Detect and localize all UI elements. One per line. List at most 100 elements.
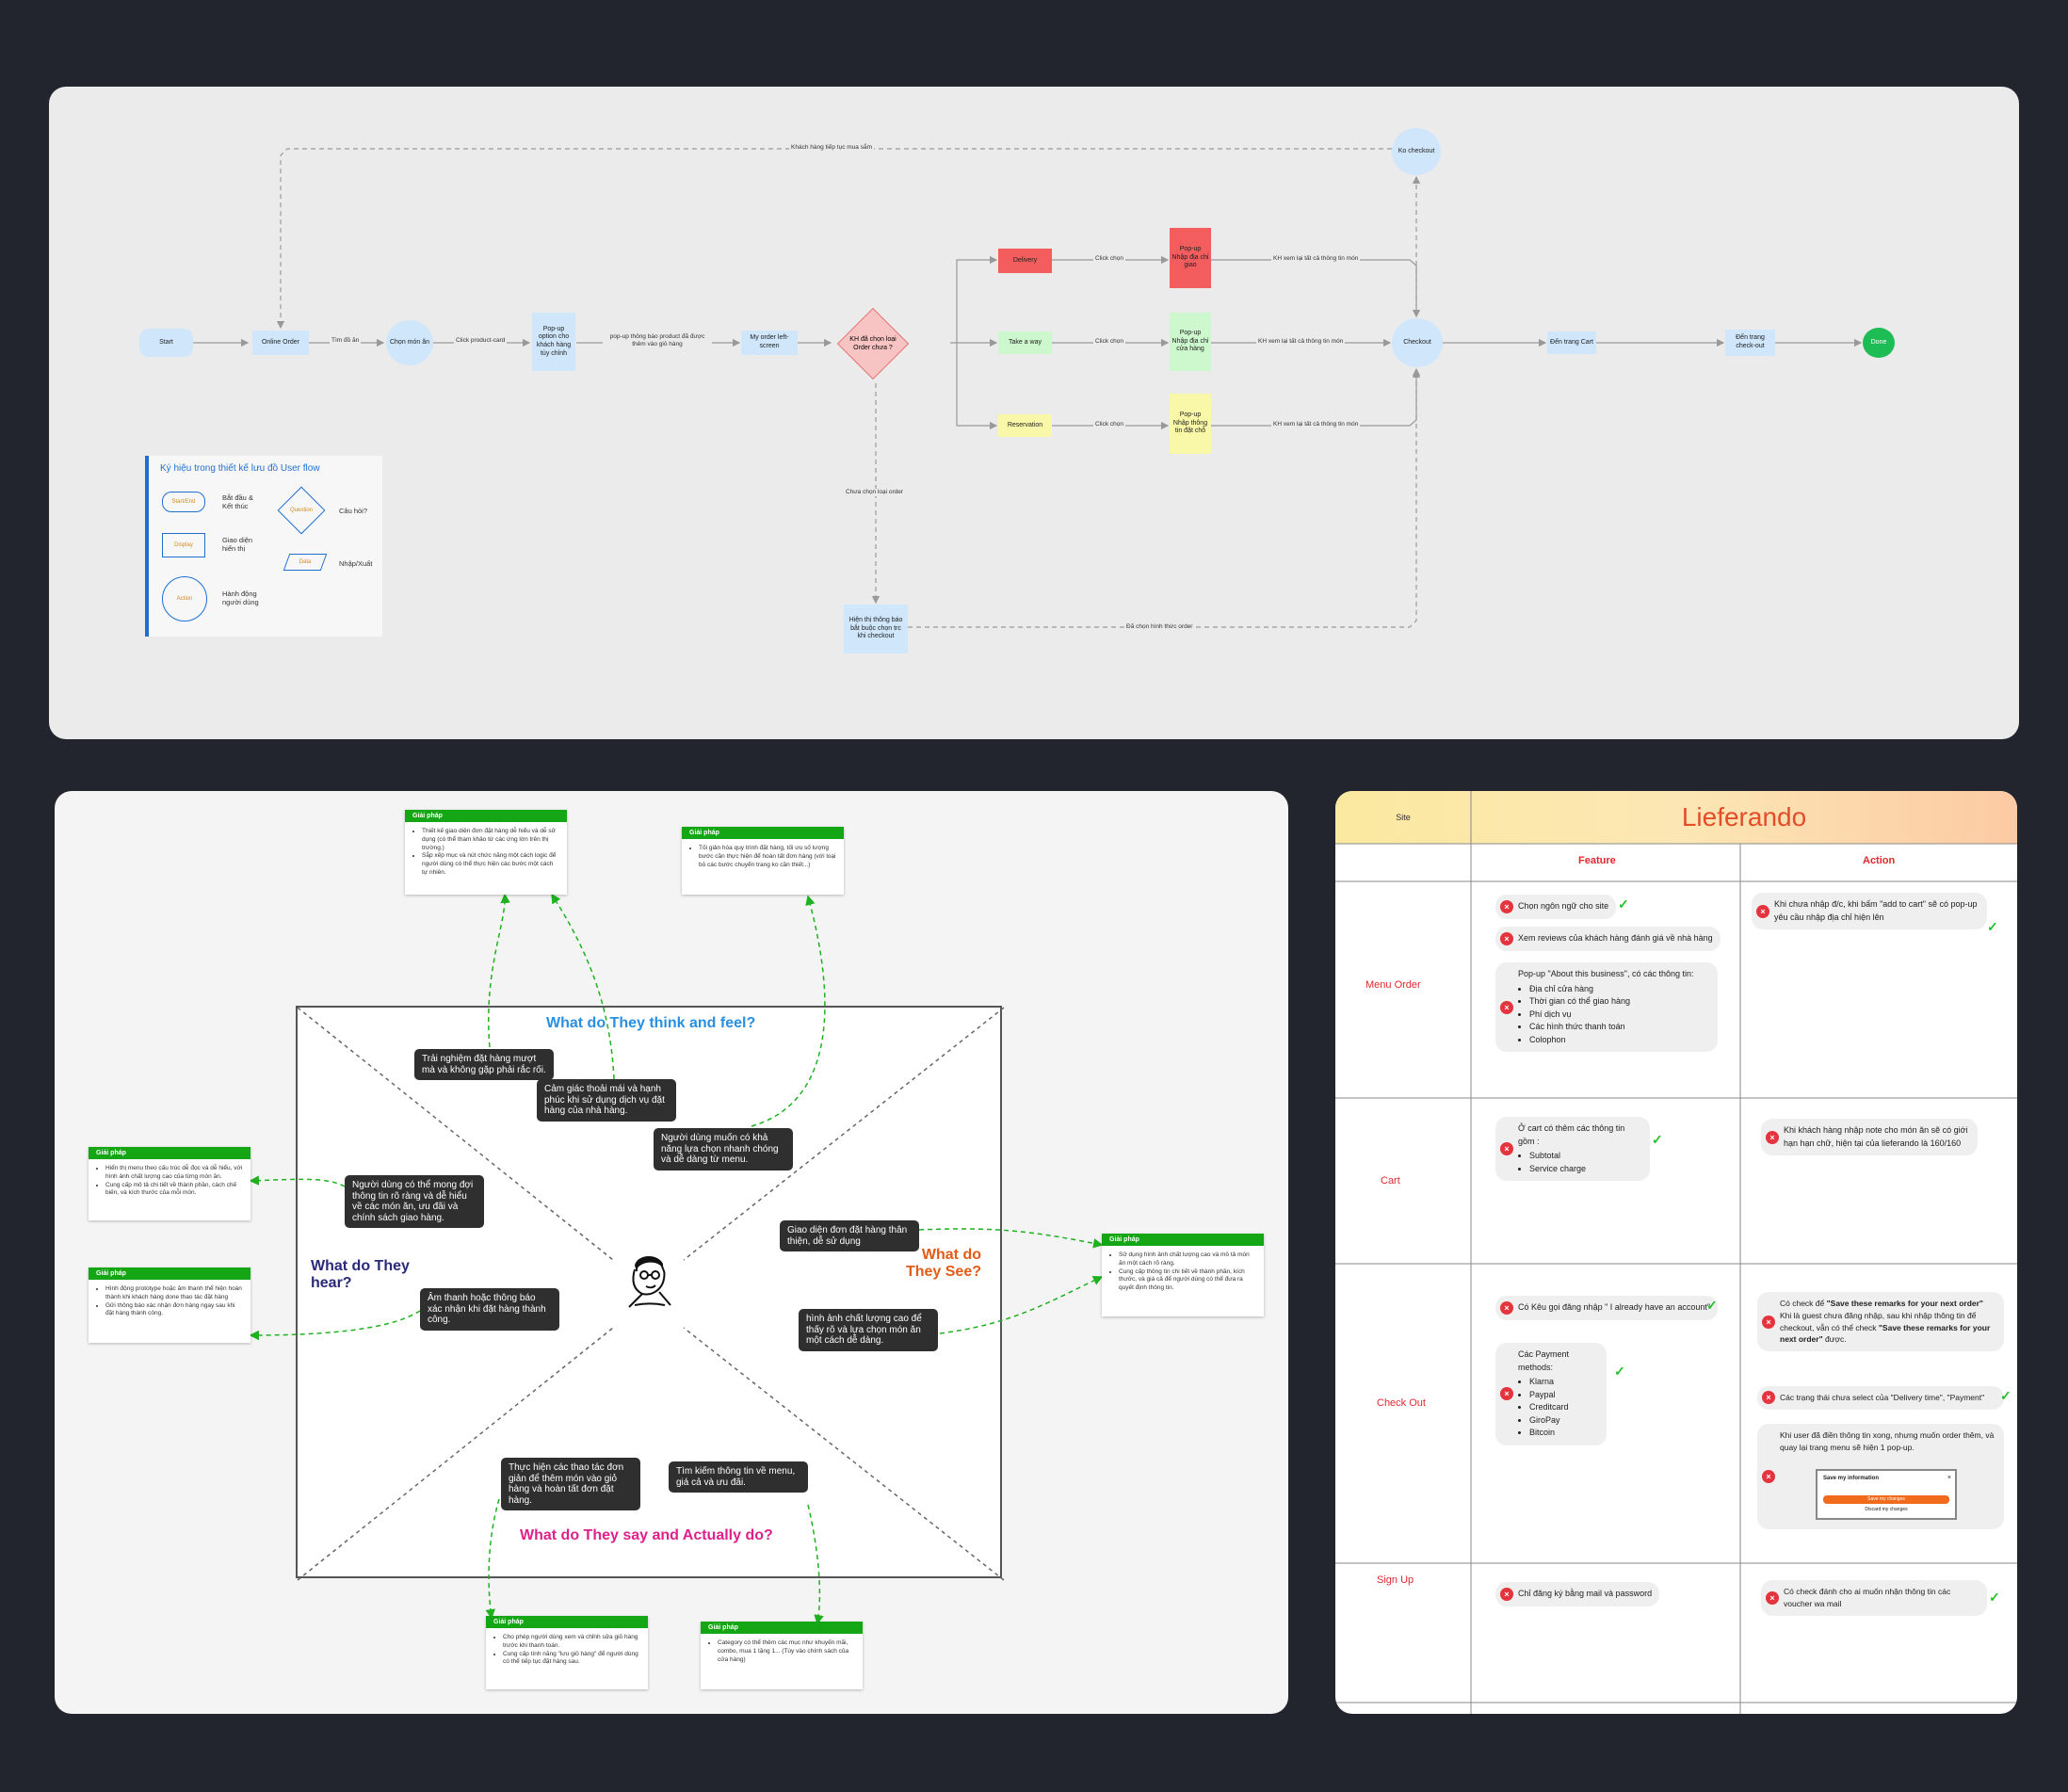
save-info-popup-preview: Save my information × Save my changes Di…: [1816, 1469, 1957, 1520]
list-item: Bitcoin: [1529, 1427, 1599, 1440]
flow-done-node: Done: [1863, 328, 1895, 358]
flow-decision-node: KH đã chọn loại Order chưa ?: [836, 307, 910, 380]
thought-bubble-2: Cảm giác thoải mái và hạnh phúc khi sử d…: [537, 1079, 676, 1122]
thought-bubble-3: Người dùng muốn có khả năng lựa chọn nha…: [654, 1128, 793, 1170]
check-icon: ✓: [1706, 1298, 1718, 1313]
flow-popup-takeaway-node: Pop-up Nhập địa chỉ cửa hàng: [1170, 313, 1211, 371]
edge-label-kh-xem-2: KH xem lại tất cả thông tin món: [1256, 338, 1346, 347]
list-item: Subtotal: [1529, 1150, 1642, 1163]
check-icon: ✓: [1652, 1132, 1663, 1147]
checkout-action-save-remarks-mid: Khi là guest chưa đăng nhập, sau khi nhậ…: [1780, 1310, 1977, 1332]
menu-feature-language-text: Chọn ngôn ngữ cho site: [1518, 901, 1609, 911]
discard-changes-link: Discard my changes: [1865, 1507, 1908, 1513]
signup-feature-mail-only-text: Chỉ đăng ký bằng mail và password: [1518, 1589, 1653, 1598]
quadrant-title-say: What do They say and Actually do?: [520, 1527, 773, 1543]
list-item: Cung cấp thông tin chi tiết về thành phầ…: [1119, 1268, 1256, 1293]
do-bubble-2: Tìm kiếm thông tin về menu, giá cả và ưu…: [669, 1461, 808, 1493]
table-grid: [1335, 791, 2017, 1714]
error-icon: ×: [1756, 904, 1769, 918]
list-item: GiroPay: [1529, 1414, 1599, 1428]
solution-card-4-head: Giải pháp: [89, 1267, 250, 1280]
checkout-feature-payment-methods: × Các Payment methods: KlarnaPaypalCredi…: [1495, 1343, 1607, 1445]
solution-card-3: Giải pháp Hiển thị menu theo cấu trúc dễ…: [89, 1147, 250, 1220]
list-item: Paypal: [1529, 1389, 1599, 1402]
legend-start-end-shape: Start/End: [162, 492, 205, 512]
solution-card-5: Giải pháp Sử dụng hình ảnh chất lượng ca…: [1102, 1234, 1264, 1316]
empathy-map-panel: What do They think and feel? What do The…: [55, 791, 1288, 1714]
checkout-action-unselected-states-text: Các trạng thái chưa select của "Delivery…: [1780, 1393, 1985, 1402]
signup-action-voucher-opt-in-text: Có check đánh cho ai muốn nhận thông tin…: [1784, 1587, 1951, 1608]
solution-card-3-head: Giải pháp: [89, 1147, 250, 1159]
edge-label-kh-xem-1: KH xem lại tất cả thông tin món: [1271, 255, 1361, 264]
menu-feature-language: × Chọn ngôn ngữ cho site: [1495, 895, 1617, 919]
cart-action-note-limit-text: Khi khách hàng nhập note cho món ăn sẽ c…: [1784, 1125, 1968, 1148]
check-icon: ✓: [1987, 919, 1998, 934]
flow-delivery-node: Delivery: [998, 249, 1052, 273]
menu-feature-about-list: Địa chỉ cửa hàngThời gian có thể giao hà…: [1518, 983, 1710, 1047]
checkout-action-return-popup: × Khi user đã điền thông tin xong, nhưng…: [1757, 1424, 2004, 1529]
solution-card-1-list: Thiết kế giao diện đơn đặt hàng dễ hiểu …: [405, 822, 567, 883]
error-icon: ×: [1766, 1590, 1779, 1605]
edge-label-click-chon-1: Click chọn: [1093, 255, 1125, 264]
table-header-band: [1335, 791, 2017, 844]
list-item: Thiết kế giao diện đơn đặt hàng dễ hiểu …: [422, 828, 559, 852]
flow-ko-checkout-node: Ko checkout: [1392, 128, 1441, 175]
checkout-action-save-remarks-post: được.: [1822, 1334, 1847, 1345]
flow-hien-thi-node: Hiện thị thông báo bắt buộc chọn trc khi…: [844, 605, 908, 654]
checkout-action-save-remarks: × Có check để "Save these remarks for yo…: [1757, 1292, 2004, 1351]
empathy-solution-arrows: [249, 893, 1104, 1625]
legend-display-label: Giao diện hiển thị: [222, 536, 253, 554]
cart-feature-info-title: Ở cart có thêm các thông tin gồm :: [1518, 1123, 1625, 1146]
list-item: Creditcard: [1529, 1401, 1599, 1414]
quadrant-title-see: What do They See?: [905, 1247, 981, 1280]
solution-card-6-list: Cho phép người dùng xem và chỉnh sửa giỏ…: [486, 1628, 648, 1672]
close-icon: ×: [1947, 1475, 1951, 1481]
flow-cart-node: Đến trang Cart: [1547, 331, 1596, 354]
empathy-map-diagonals: [297, 1007, 1005, 1581]
col-head-feature: Feature: [1578, 855, 1616, 866]
error-icon: ×: [1762, 1391, 1775, 1405]
see-bubble-1: Giao diện đơn đặt hàng thân thiện, dễ sử…: [780, 1220, 919, 1251]
edge-label-da-chon: Đã chọn hình thức order: [1124, 623, 1195, 632]
site-label: Site: [1396, 813, 1411, 822]
solution-card-5-head: Giải pháp: [1102, 1234, 1264, 1246]
flow-takeaway-node: Take a way: [998, 331, 1052, 354]
legend-start-end-label: Bắt đầu & Kết thúc: [222, 493, 253, 511]
flow-checkout-page-node: Đến trang check-out: [1725, 330, 1775, 356]
solution-card-3-list: Hiển thị menu theo cấu trúc dễ đọc và dễ…: [89, 1159, 250, 1203]
edge-label-khach-hang-tiep-tuc: Khách hàng tiếp tục mua sắm: [789, 144, 874, 153]
solution-card-2-list: Tối giản hóa quy trình đặt hàng, tối ưu …: [682, 839, 844, 875]
quadrant-title-think: What do They think and feel?: [546, 1015, 756, 1031]
edge-label-click-product: Click product-card: [454, 337, 508, 346]
signup-action-voucher-opt-in: × Có check đánh cho ai muốn nhận thông t…: [1761, 1580, 1987, 1616]
legend-action-label: Hành động người dùng: [222, 589, 259, 607]
error-icon: ×: [1766, 1130, 1779, 1144]
check-icon: ✓: [2000, 1388, 2011, 1403]
thought-bubble-1: Trải nghiệm đặt hàng mượt mà và không gặ…: [414, 1049, 554, 1080]
quadrant-title-hear: What do They hear?: [311, 1258, 410, 1291]
error-icon: ×: [1500, 1142, 1513, 1155]
error-icon: ×: [1762, 1315, 1775, 1329]
cart-feature-info: × Ở cart có thêm các thông tin gồm : Sub…: [1495, 1117, 1650, 1181]
col-head-action: Action: [1863, 855, 1896, 866]
legend-question-shape: Question: [289, 508, 313, 513]
error-icon: ×: [1762, 1470, 1775, 1483]
list-item: Tối giản hóa quy trình đặt hàng, tối ưu …: [699, 845, 836, 869]
list-item: Gửi thông báo xác nhận đơn hàng ngay sau…: [105, 1302, 243, 1319]
error-icon: ×: [1500, 899, 1513, 913]
error-icon: ×: [1500, 1387, 1513, 1401]
solution-card-1: Giải pháp Thiết kế giao diện đơn đặt hàn…: [405, 810, 567, 895]
list-item: Thời gian có thể giao hàng: [1529, 995, 1710, 1009]
flow-online-order-node: Online Order: [252, 331, 309, 355]
menu-feature-reviews: × Xem reviews của khách hàng đánh giá về…: [1495, 927, 1721, 951]
list-item: Hình động prototype hoặc âm thanh thể hi…: [105, 1285, 243, 1302]
flow-popup-delivery-node: Pop-up Nhập địa chỉ giao: [1170, 228, 1211, 288]
feature-table-panel: Site Lieferando Feature Action Menu Orde…: [1335, 791, 2017, 1714]
edge-label-click-chon-2: Click chọn: [1093, 338, 1125, 347]
row-label-sign-up: Sign Up: [1377, 1574, 1414, 1586]
empathy-map-box: What do They think and feel? What do The…: [296, 1006, 1005, 1581]
brand-title: Lieferando: [1681, 802, 1807, 831]
list-item: Service charge: [1529, 1163, 1642, 1176]
check-icon: ✓: [1618, 896, 1629, 912]
solution-card-4: Giải pháp Hình động prototype hoặc âm th…: [89, 1267, 250, 1343]
